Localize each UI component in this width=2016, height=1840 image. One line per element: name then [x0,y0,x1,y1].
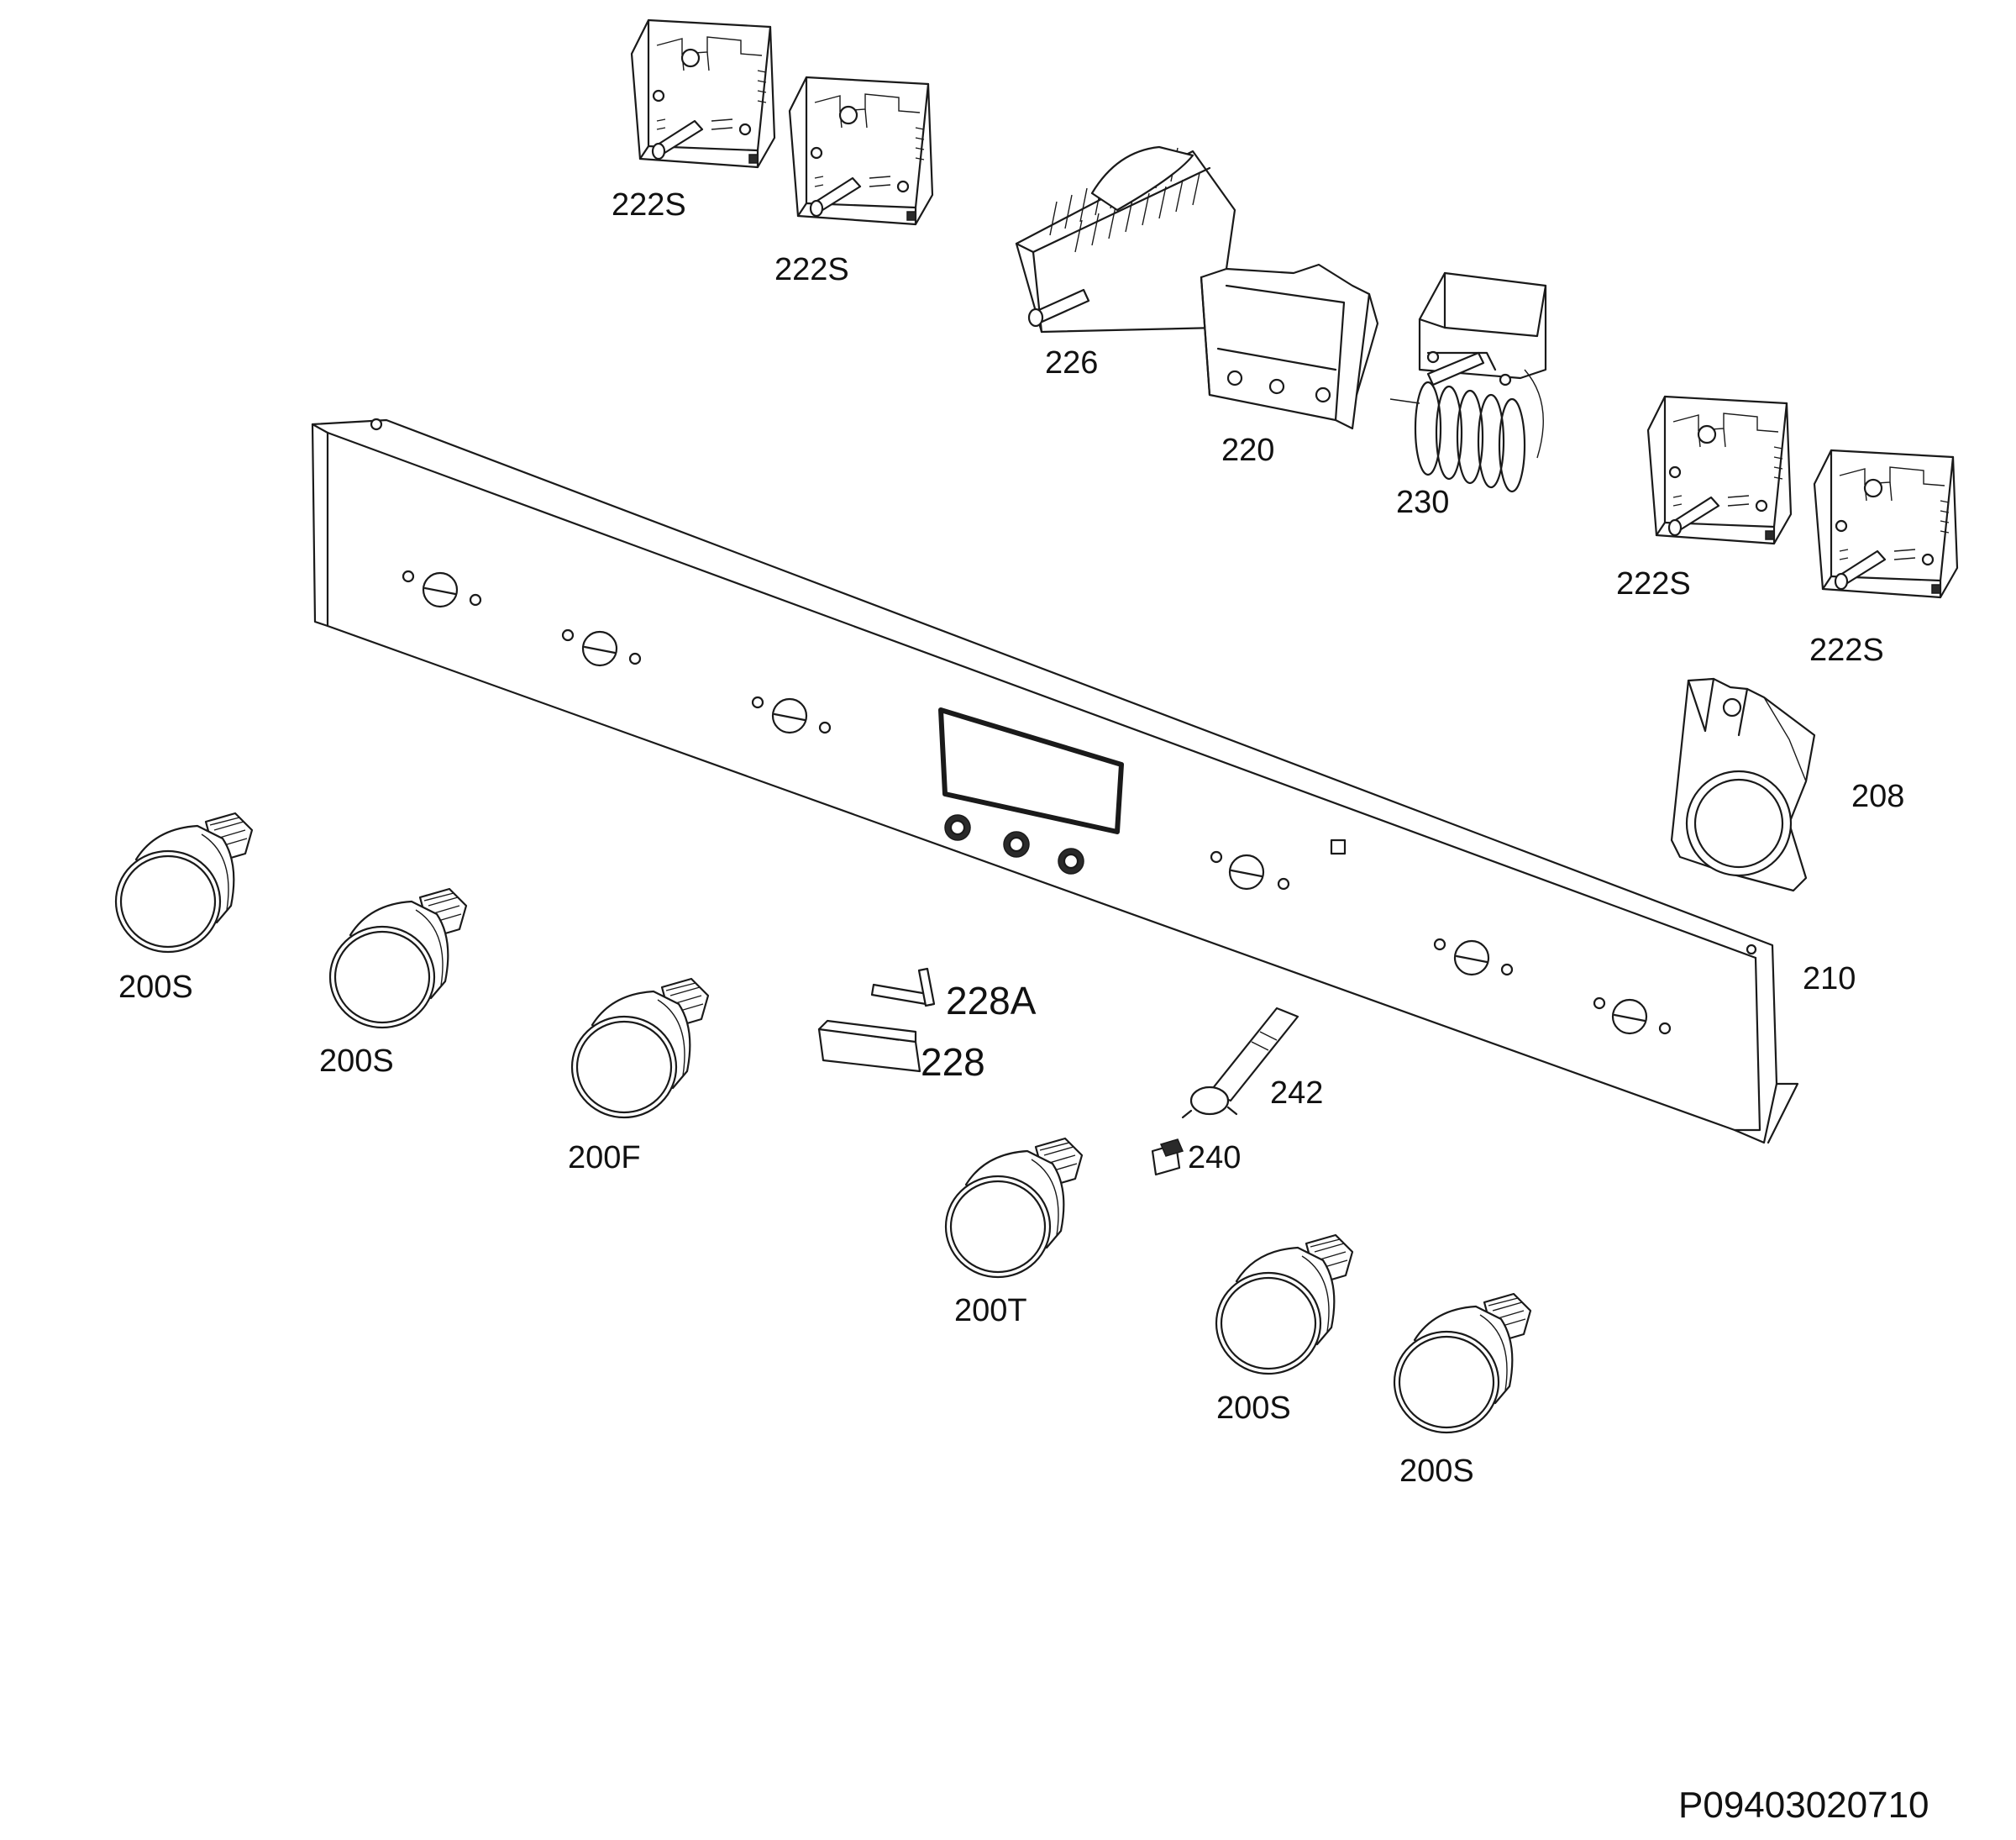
part-label-226: 226 [1045,345,1098,381]
document-id: P09403020710 [1678,1785,1929,1826]
bracket-icon [1200,263,1379,430]
energy-regulator-icon [1813,449,1959,599]
part-label-200S: 200S [319,1044,394,1079]
part-label-222S: 222S [1616,566,1691,602]
part-label-222S: 222S [1809,633,1884,668]
selector-switch-icon [1015,145,1236,334]
part-label-200F: 200F [568,1140,641,1175]
knob-icon [1393,1292,1532,1434]
thermostat-icon [1389,271,1547,493]
energy-regulator-icon [1646,395,1793,545]
part-label-230: 230 [1396,485,1449,520]
part-label-200S: 200S [118,970,193,1005]
spring-clip-icon [1181,1007,1299,1119]
part-label-222S: 222S [612,187,686,223]
part-label-240: 240 [1188,1140,1241,1175]
button-cap-icon [817,1019,921,1073]
part-label-242: 242 [1270,1075,1323,1111]
knob-icon [1215,1233,1354,1375]
knob-icon [114,812,254,954]
energy-regulator-icon [630,18,776,169]
lamp-icon [1151,1138,1184,1176]
key-icon [870,967,936,1007]
knob-icon [570,977,710,1119]
part-label-200S: 200S [1399,1454,1474,1489]
knob-icon [944,1137,1084,1279]
part-label-200T: 200T [954,1293,1027,1328]
part-label-222S: 222S [774,252,849,287]
light-housing-icon [1670,677,1816,892]
knob-icon [328,887,468,1029]
part-label-228: 228 [921,1040,985,1084]
part-label-208: 208 [1851,779,1904,814]
part-label-220: 220 [1221,433,1274,468]
part-label-200S: 200S [1216,1391,1291,1426]
control-panel-icon [311,418,1799,1144]
part-label-210: 210 [1803,961,1856,996]
energy-regulator-icon [788,76,934,226]
part-label-228A: 228A [946,979,1037,1023]
